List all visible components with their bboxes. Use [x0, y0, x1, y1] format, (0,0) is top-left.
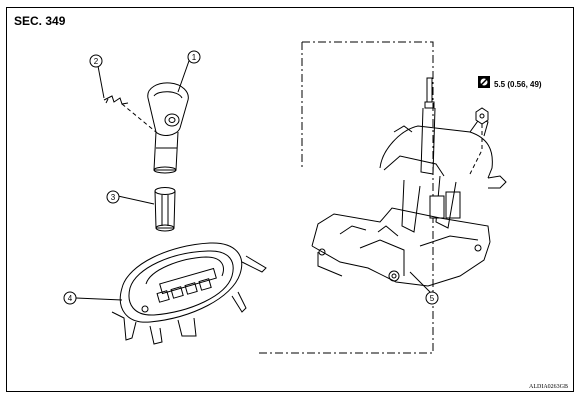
callout-3-number: 3 — [111, 193, 116, 202]
callout-2: 2 — [89, 54, 103, 68]
clip-install-line — [121, 103, 157, 133]
sleeve-part — [154, 187, 176, 232]
callout-1: 1 — [187, 50, 201, 64]
figure-id: ALDIA0263GB — [529, 384, 568, 390]
section-title: SEC. 349 — [14, 14, 66, 28]
clip-part — [103, 95, 129, 105]
leader-line-3 — [117, 195, 155, 205]
nut-part — [475, 107, 489, 125]
nut-install-line — [469, 124, 483, 175]
leader-line-4 — [75, 297, 123, 301]
leader-line-5 — [409, 271, 431, 293]
callout-5-number: 5 — [430, 294, 435, 303]
callout-1-number: 1 — [192, 53, 197, 62]
callout-4-number: 4 — [68, 294, 73, 303]
callout-3: 3 — [106, 190, 120, 204]
assembly-boundary-line — [258, 41, 434, 354]
leader-line-2 — [97, 65, 105, 99]
callout-4: 4 — [63, 291, 77, 305]
diagram-frame — [6, 7, 574, 392]
callout-5: 5 — [425, 291, 439, 305]
leader-line-1 — [177, 57, 191, 93]
callout-2-number: 2 — [94, 57, 99, 66]
knob-part — [147, 82, 189, 174]
torque-spec-label: 5.5 (0.56, 49) — [494, 80, 542, 89]
indicator-finisher-part — [111, 242, 267, 345]
torque-wrench-icon — [478, 76, 490, 88]
shifter-assembly-part — [311, 77, 507, 287]
